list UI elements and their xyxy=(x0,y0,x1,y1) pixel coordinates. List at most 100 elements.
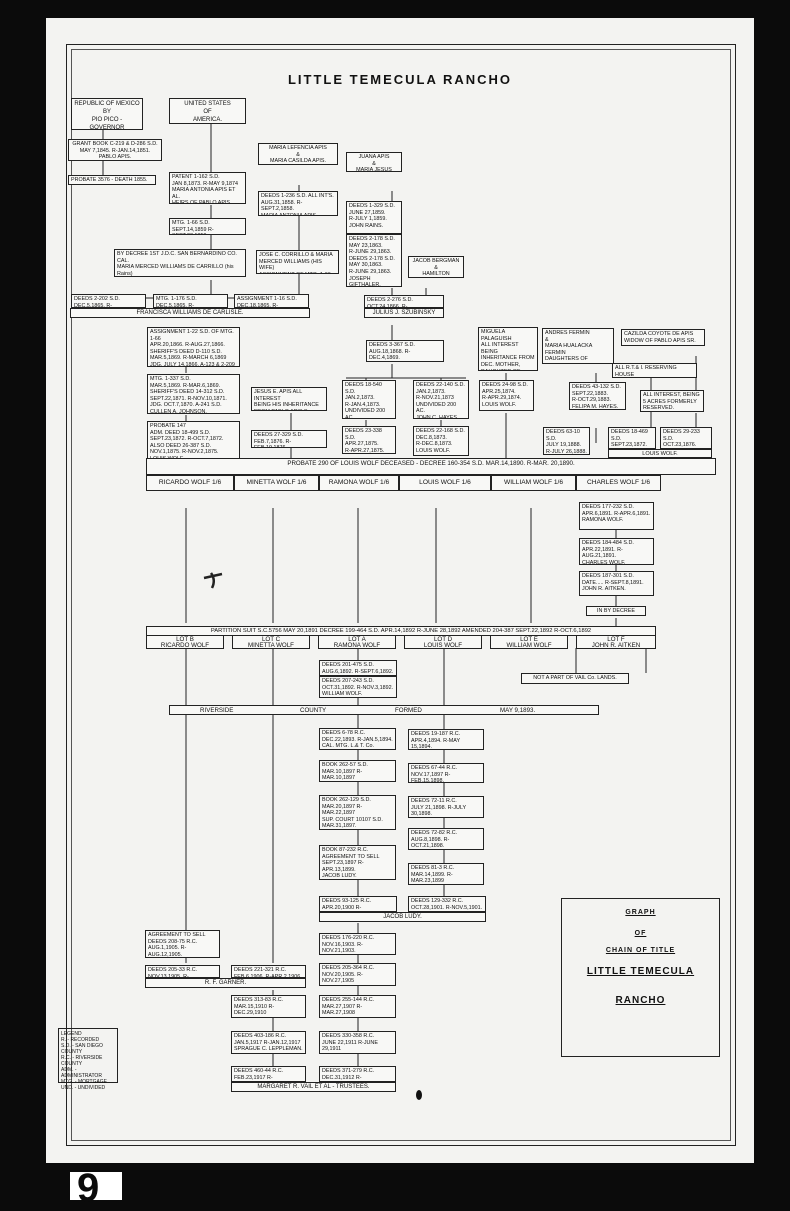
page-title: LITTLE TEMECULA RANCHO xyxy=(287,72,513,87)
jesus-apis-box: JESUS E. APIS ALL INTEREST BEING HIS INH… xyxy=(251,387,327,411)
grant-box: GRANT BOOK C-219 & D-286 S.D. MAY 7,1845… xyxy=(68,139,162,161)
charles-chain-2: DEEDS 184-484 S.D. APR.22,1891. R-AUG.21… xyxy=(579,538,654,565)
deeds-2-202-box: DEEDS 2-202 S.D. DEC.5,1865. R-DEC.30,18… xyxy=(71,294,146,308)
maria-lefencia-box: MARIA LEFENCIA APIS & MARIA CASILDA APIS… xyxy=(258,143,338,165)
probate-pablo-box: PROBATE 3576 - DEATH 1855. xyxy=(68,175,156,185)
lower-right-5: DEEDS 81-3 R.C. MAR.14,1899. R-MAR.23,18… xyxy=(408,863,484,885)
francisca-box: FRANCISCA WILLIAMS DE CARLISLE. xyxy=(70,308,310,318)
riverside-label: RIVERSIDE xyxy=(200,707,234,714)
graph-line-4: LITTLE TEMECULA xyxy=(586,966,695,977)
juana-apis-box: JUANA APIS & MARIA JESUS APIS. xyxy=(346,152,402,172)
lot-c: LOT C MINETTA WOLF xyxy=(232,635,310,649)
agreement-garner-box: AGREEMENT TO SELL DEEDS 208-75 R.C. AUG.… xyxy=(145,930,220,958)
united-states-box: UNITED STATES OF AMERICA. xyxy=(169,98,246,124)
deeds-63-10-box: DEEDS 63-10 S.D. JULY 19,1888. R-JULY 26… xyxy=(543,427,590,455)
graph-line-3: CHAIN OF TITLE xyxy=(605,947,676,954)
lower-right-1: DEEDS 19-187 R.C. APR.4,1894. R-MAY 15,1… xyxy=(408,729,484,750)
deeds-403-box: DEEDS 403-186 R.C. JAN.5,1917 R-JAN.12,1… xyxy=(231,1031,306,1054)
louis-wolf-end-box: LOUIS WOLF. xyxy=(608,449,712,458)
lot-b: LOT B RICARDO WOLF xyxy=(146,635,224,649)
heir-minetta: MINETTA WOLF 1/6 xyxy=(234,475,319,491)
lower-right-4: DEEDS 72-82 R.C. AUG.8,1898. R-OCT.21,18… xyxy=(408,828,484,850)
all-interest-5-acres-box: ALL INTEREST, BEING 5 ACRES FORMERLY RES… xyxy=(640,390,704,412)
deeds-24-98-box: DEEDS 24-98 S.D. APR.25,1874. R-APR.29,1… xyxy=(479,380,534,411)
charles-chain-1: DEEDS 177-232 S.D. APR.6,1891. R-APR.6,1… xyxy=(579,502,654,530)
cazilda-box: CAZILDA COYOTE DE APIS WIDOW OF PABLO AP… xyxy=(621,329,705,346)
lower-left-2: BOOK 262-57 S.D. MAR.10,1897 R-MAR.10,18… xyxy=(319,760,396,782)
charles-chain-3: DEEDS 187-301 S.D. DATE..... R-SEPT.8,18… xyxy=(579,571,654,596)
assignment-magee-box: ASSIGNMENT 1-22 S.D. OF MTG. 1-66 APR.20… xyxy=(147,327,240,367)
strip-block xyxy=(122,1172,742,1200)
graph-line-2: OF xyxy=(634,930,647,937)
document-sheet: LITTLE TEMECULA RANCHO REPUBLIC OF MEXIC… xyxy=(46,18,754,1163)
deeds-176-box: DEEDS 176-220 R.C. NOV.16,1903. R-NOV.21… xyxy=(319,933,396,955)
deeds-460-box: DEEDS 460-44 R.C. FEB.23,1917 R-MAR.15,1… xyxy=(231,1066,306,1082)
deeds-330-box: DEEDS 330-358 R.C. JUNE 22,1911 R-JUNE 2… xyxy=(319,1031,396,1054)
lot-a: LOT A RAMONA WOLF xyxy=(318,635,396,649)
county-label: COUNTY xyxy=(300,707,327,714)
lot-e: LOT E WILLIAM WOLF xyxy=(490,635,568,649)
graph-title-block: GRAPH OF CHAIN OF TITLE LITTLE TEMECULA … xyxy=(561,898,720,1057)
andres-fermin-box: ANDRES FERMIN & MARIA HUALACKA FERMIN DA… xyxy=(542,328,614,364)
graph-line-5: RANCHO xyxy=(615,995,666,1006)
inner-border xyxy=(71,49,731,1141)
riverside-band: RIVERSIDE COUNTY FORMED MAY 9,1893. xyxy=(169,705,599,715)
deeds-313-83-box: DEEDS 313-83 R.C. MAR.15,1910 R-DEC.29,1… xyxy=(231,995,306,1018)
deeds-18-469-box: DEEDS 18-469 S.D. SEPT.23,1872. R-OCT.17… xyxy=(608,427,656,449)
heir-ramona: RAMONA WOLF 1/6 xyxy=(319,475,399,491)
partition-band: PARTITION SUIT S.C.5756 MAY 20,1891 DECR… xyxy=(146,626,656,636)
julius-box: JULIUS J. SZUBINSKY xyxy=(364,308,444,318)
strip-block xyxy=(52,1172,70,1200)
lower-left-3: BOOK 262-129 S.D. MAR.20,1897 R-MAR.22,1… xyxy=(319,795,396,830)
by-decree-box: IN BY DECREE xyxy=(586,606,646,616)
deeds-93-125-box: DEEDS 93-125 R.C. APR.20,1900 R-APR.27,1… xyxy=(319,896,397,912)
formed-label: FORMED xyxy=(395,707,422,714)
deeds-205-33-box: DEEDS 205-33 R.C. NOV.13,1905. R-NOV.14,… xyxy=(145,965,220,978)
rf-garner-box: R. F. GARNER. xyxy=(145,978,306,988)
deeds-255-144-box: DEEDS 255-144 R.C. MAR.27,1907 R-MAR.27,… xyxy=(319,995,396,1018)
mtg-rains-box: MTG. 1-66 S.D. SEPT.14,1859 R-SEPT.23,18… xyxy=(169,218,246,235)
heir-ricardo: RICARDO WOLF 1/6 xyxy=(146,475,234,491)
jacob-bergman-box: JACOB BERGMAN & HAMILTON BREEZE xyxy=(408,256,464,278)
deeds-rains-box: DEEDS 1-329 S.D. JUNE 27,1859. R-JULY 1,… xyxy=(346,201,402,234)
deeds-22-168-box: DEEDS 22-168 S.D. DEC.8,1873. R-DEC.8,18… xyxy=(413,426,469,456)
deeds-43-132-box: DEEDS 43-132 S.D. SEPT.22,1883. R-OCT.29… xyxy=(569,382,626,410)
not-vail-box: NOT A PART OF VAIL Co. LANDS. xyxy=(521,673,629,684)
deeds-205-364-box: DEEDS 205-364 R.C. NOV.20,1905. R-NOV.27… xyxy=(319,963,396,986)
deeds-29-233-box: DEEDS 29-233 S.D. OCT.23,1876. R-DEC.18,… xyxy=(660,427,712,449)
strip-number: 9 xyxy=(77,1166,100,1210)
probate-band: PROBATE 290 OF LOUIS WOLF DECEASED - DEC… xyxy=(146,458,716,475)
lot-f: LOT F JOHN R. AITKEN xyxy=(576,635,656,649)
ink-blot xyxy=(416,1090,422,1100)
ramona-chain-1: DEEDS 201-475 S.D. AUG.6,1892. R-SEPT.6,… xyxy=(319,660,397,676)
lot-d: LOT D LOUIS WOLF xyxy=(404,635,482,649)
legend-box: LEGEND R. - RECORDED S.D. - SAN DIEGO CO… xyxy=(58,1028,118,1091)
deeds-27-329-box: DEEDS 27-329 S.D. FEB.7,1876. R-FEB.19,1… xyxy=(251,430,327,448)
lower-left-1: DEEDS 6-78 R.C. DEC.22,1893. R-JAN.5,189… xyxy=(319,728,396,750)
probate-147-box: PROBATE 147 ADM. DEED 18-499 S.D. SEPT.2… xyxy=(147,421,240,459)
film-strip: 9 xyxy=(52,1166,742,1210)
outer-border xyxy=(66,44,736,1146)
graph-line-1: GRAPH xyxy=(625,909,656,916)
assignment-box: ASSIGNMENT 1-16 S.D. DEC.18,1865. R-JAN.… xyxy=(234,294,309,308)
heir-william: WILLIAM WOLF 1/6 xyxy=(491,475,576,491)
jose-corrillo-box: JOSE C. CORRILLO & MARIA MERCED WILLIAMS… xyxy=(256,250,339,274)
reserving-house-box: ALL R.T.& I. RESERVING HOUSE AND 3 ACRES… xyxy=(612,363,697,378)
decree-box: BY DECREE 1ST J.D.C. SAN BERNARDINO CO. … xyxy=(114,249,246,277)
vail-trustees-box: MARGARET R. VAIL ET AL - TRUSTEES. xyxy=(231,1082,396,1092)
deeds-2-178-box: DEEDS 2-178 S.D. MAY 23,1863. R-JUNE 29,… xyxy=(346,234,402,287)
heir-charles: CHARLES WOLF 1/6 xyxy=(576,475,661,491)
lower-left-4: BOOK 87-232 R.C. AGREEMENT TO SELL SEPT.… xyxy=(319,845,396,880)
ramona-chain-2: DEEDS 207-243 S.D. OCT.31,1892. R-NOV.3,… xyxy=(319,676,397,698)
deeds-129-332-box: DEEDS 129-332 R.C. OCT.28,1901. R-NOV.5,… xyxy=(408,896,486,912)
mtg-1-176-box: MTG. 1-176 S.D. DEC.5,1865. R-DEC.30,186… xyxy=(153,294,228,308)
deeds-3-367-box: DEEDS 3-367 S.D. AUG.18,1868. R-DEC.4,18… xyxy=(366,340,444,362)
deeds-2-276-box: DEEDS 2-276 S.D. OCT.24,1866. R-DEC.17,1… xyxy=(364,295,444,308)
deeds-23-338-box: DEEDS 23-338 S.D. APR.27,1875. R-APR.27,… xyxy=(342,426,396,454)
miguela-box: MIGUELA PALAGUISH ALL INTEREST BEING INH… xyxy=(478,327,538,371)
heir-louis: LOUIS WOLF 1/6 xyxy=(399,475,491,491)
republic-of-mexico-box: REPUBLIC OF MEXICO BY PIO PICO - GOVERNO… xyxy=(71,98,143,130)
mtg-cullen-box: MTG. 1-337 S.D. MAR.5,1869. R-MAR.6,1869… xyxy=(147,374,240,414)
patent-box: PATENT 1-162 S.D. JAN 8,1873. R-MAY 9,18… xyxy=(169,172,246,204)
lower-right-3: DEEDS 72-11 R.C. JULY 21,1898. R-JULY 30… xyxy=(408,796,484,818)
